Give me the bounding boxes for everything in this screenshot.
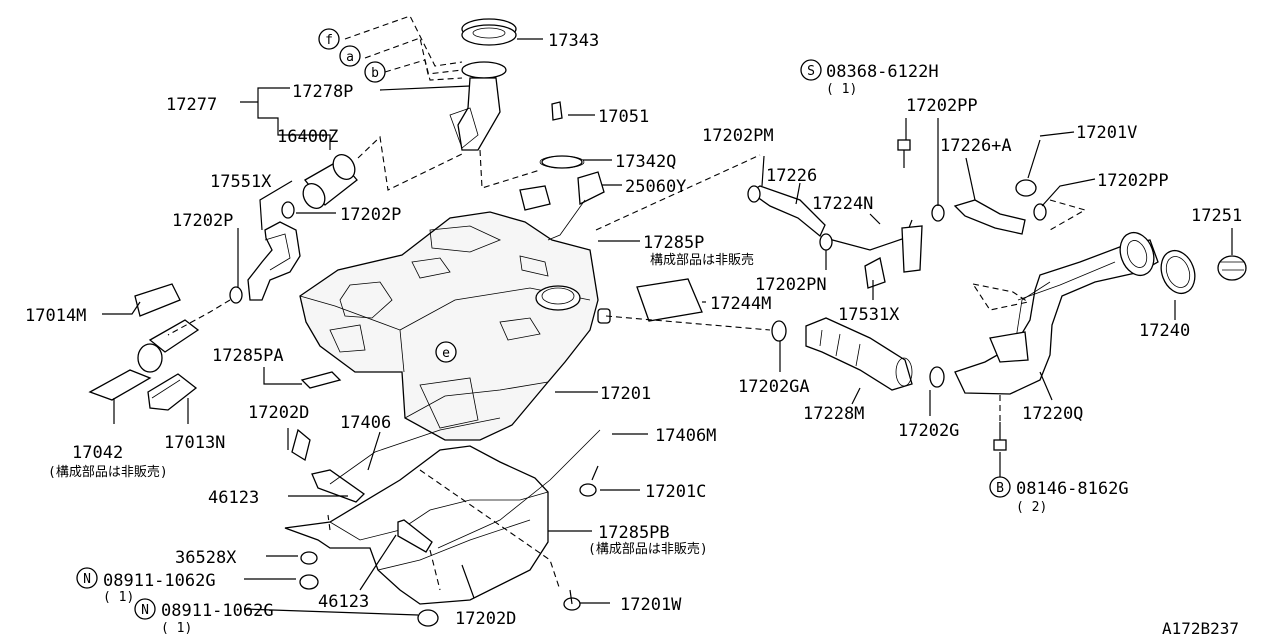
quantity-labels: ( 1) ( 2) ( 1) ( 1) bbox=[103, 82, 1047, 636]
part-label[interactable]: 17285PB bbox=[598, 523, 670, 543]
symbol-n-1 bbox=[76, 567, 98, 589]
note-not-sold-separately: (構成部品は非販売) bbox=[588, 541, 708, 557]
part-label[interactable]: 17013N bbox=[164, 433, 225, 453]
note-not-sold-separately: 構成部品は非販売 bbox=[650, 252, 754, 268]
part-label[interactable]: 17228M bbox=[803, 404, 864, 424]
symbol-b-letter: B bbox=[996, 481, 1004, 496]
part-drawings bbox=[88, 18, 1247, 627]
part-label[interactable]: 17551X bbox=[210, 172, 272, 192]
quantity-label: ( 1) bbox=[826, 82, 857, 97]
part-label[interactable]: 17277 bbox=[166, 95, 217, 115]
fasteners bbox=[299, 139, 1007, 627]
part-label[interactable]: 17202PN bbox=[755, 275, 827, 295]
part-label[interactable]: 17342Q bbox=[615, 152, 676, 172]
part-label[interactable]: 17226+A bbox=[940, 136, 1012, 156]
fuel-pump-assembly bbox=[88, 283, 200, 411]
part-label[interactable]: 17202D bbox=[248, 403, 309, 423]
part-label[interactable]: 17042 bbox=[72, 443, 123, 463]
part-label[interactable]: 17251 bbox=[1191, 206, 1242, 226]
part-label[interactable]: 17224N bbox=[812, 194, 873, 214]
filler-hose bbox=[805, 317, 913, 391]
part-label[interactable]: 08911-1062G bbox=[161, 601, 274, 621]
part-label[interactable]: 08146-8162G bbox=[1016, 479, 1129, 499]
part-label[interactable]: 17202GA bbox=[738, 377, 810, 397]
callout-e bbox=[435, 341, 457, 363]
part-label[interactable]: 17201 bbox=[600, 384, 651, 404]
fuel-gauge-unit bbox=[519, 101, 605, 241]
part-label[interactable]: 17406M bbox=[655, 426, 716, 446]
part-label[interactable]: 17014M bbox=[25, 306, 86, 326]
callout-f bbox=[318, 28, 340, 50]
part-label[interactable]: 17202G bbox=[898, 421, 959, 441]
symbol-s bbox=[800, 59, 822, 81]
callout-a-letter: a bbox=[346, 50, 354, 65]
heat-insulator bbox=[284, 445, 549, 605]
quantity-label: ( 1) bbox=[161, 621, 192, 636]
symbol-n-1-letter: N bbox=[83, 572, 91, 587]
symbol-n-2 bbox=[134, 598, 156, 620]
quantity-label: ( 1) bbox=[103, 590, 134, 605]
symbol-circles: S B N N bbox=[76, 59, 1011, 620]
dashed-guides bbox=[167, 15, 1087, 591]
part-label[interactable]: 17343 bbox=[548, 31, 599, 51]
part-label[interactable]: 17278P bbox=[292, 82, 353, 102]
part-label[interactable]: 17240 bbox=[1139, 321, 1190, 341]
part-label[interactable]: 17201V bbox=[1076, 123, 1137, 143]
part-label[interactable]: 17244M bbox=[710, 294, 771, 314]
notes: 構成部品は非販売 (構成部品は非販売) (構成部品は非販売) bbox=[48, 252, 754, 557]
part-label[interactable]: 17201W bbox=[620, 595, 682, 615]
callout-b-letter: b bbox=[371, 66, 379, 81]
part-label[interactable]: 17202P bbox=[172, 211, 233, 231]
callout-letters: f a b e bbox=[318, 28, 457, 363]
symbol-n-2-letter: N bbox=[141, 603, 149, 618]
filler-cap bbox=[1160, 249, 1247, 295]
fuel-tank bbox=[299, 211, 611, 441]
part-label[interactable]: 17202P bbox=[340, 205, 401, 225]
part-label[interactable]: 17226 bbox=[766, 166, 817, 186]
label-plate bbox=[636, 278, 703, 322]
part-label[interactable]: 17202PP bbox=[1097, 171, 1169, 191]
part-label[interactable]: 46123 bbox=[318, 592, 369, 612]
symbol-b bbox=[989, 476, 1011, 498]
hose-17551X bbox=[247, 221, 301, 301]
part-label[interactable]: 17220Q bbox=[1022, 404, 1083, 424]
symbol-s-letter: S bbox=[807, 64, 815, 79]
part-label[interactable]: 08368-6122H bbox=[826, 62, 939, 82]
part-label[interactable]: 46123 bbox=[208, 488, 259, 508]
fuel-pump-module bbox=[449, 18, 517, 151]
part-label[interactable]: 17202PP bbox=[906, 96, 978, 116]
part-label[interactable]: 17201C bbox=[645, 482, 706, 502]
quantity-label: ( 2) bbox=[1016, 500, 1047, 515]
part-label[interactable]: 17531X bbox=[838, 305, 900, 325]
part-label[interactable]: 17202PM bbox=[702, 126, 774, 146]
leader-lines bbox=[102, 38, 1233, 616]
part-label[interactable]: 17051 bbox=[598, 107, 649, 127]
part-labels: 17343 17278P 17277 16400Z 17051 17342Q 2… bbox=[25, 31, 1242, 629]
part-label[interactable]: 08911-1062G bbox=[103, 571, 216, 591]
part-label[interactable]: 16400Z bbox=[277, 127, 338, 147]
note-not-sold-separately: (構成部品は非販売) bbox=[48, 464, 168, 480]
callout-f-letter: f bbox=[325, 33, 333, 48]
part-label[interactable]: 17202D bbox=[455, 609, 516, 629]
filler-neck bbox=[954, 231, 1159, 395]
fuel-filter bbox=[302, 154, 358, 209]
fuel-tubes bbox=[229, 179, 1047, 553]
callout-e-letter: e bbox=[442, 346, 450, 361]
part-label[interactable]: 25060Y bbox=[625, 177, 686, 197]
callout-b bbox=[364, 61, 386, 83]
part-label[interactable]: 17406 bbox=[340, 413, 391, 433]
diagram-code: A172B237 bbox=[1162, 619, 1239, 638]
part-label[interactable]: 17285PA bbox=[212, 346, 284, 366]
part-label[interactable]: 36528X bbox=[175, 548, 237, 568]
callout-a bbox=[339, 45, 361, 67]
gasket bbox=[541, 155, 583, 169]
part-label[interactable]: 17285P bbox=[643, 233, 704, 253]
